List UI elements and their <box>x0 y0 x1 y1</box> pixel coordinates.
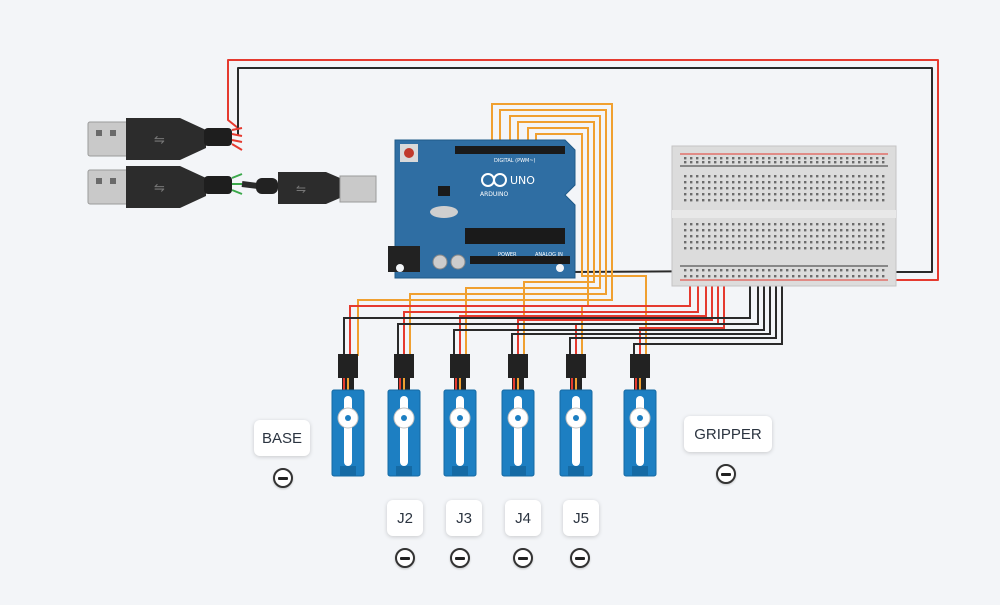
j4-decrease-button[interactable] <box>513 548 533 568</box>
j3-decrease-button[interactable] <box>450 548 470 568</box>
servo-motors <box>331 354 657 477</box>
digital-pins-label: DIGITAL (PWM~) <box>494 158 536 164</box>
breadboard-holes <box>684 157 885 278</box>
svg-text:⇋: ⇋ <box>154 181 165 196</box>
j4-control-label: J4 <box>505 500 541 536</box>
analog-pins-label: ANALOG IN <box>535 252 563 258</box>
servo-ground-wires <box>343 272 783 356</box>
power-pins-label: POWER <box>498 252 517 258</box>
breadboard[interactable] <box>671 145 897 287</box>
gripper-decrease-button[interactable] <box>716 464 736 484</box>
servo-gripper <box>623 354 657 477</box>
j2-control-label: J2 <box>387 500 423 536</box>
svg-text:⇋: ⇋ <box>154 133 165 148</box>
arduino-logo-icon <box>481 173 507 187</box>
base-decrease-button[interactable] <box>273 468 293 488</box>
j3-control-label: J3 <box>446 500 482 536</box>
j5-control-label: J5 <box>563 500 599 536</box>
usb-cable-1: ⇋ <box>87 118 243 160</box>
servo-j4 <box>501 354 535 477</box>
gripper-control-label: GRIPPER <box>684 416 772 452</box>
usb-cable-2: ⇋ ⇋ <box>87 166 377 208</box>
svg-text:⇋: ⇋ <box>296 182 306 196</box>
servo-j5 <box>559 354 593 477</box>
signal-wires <box>357 103 647 356</box>
j5-decrease-button[interactable] <box>570 548 590 568</box>
arduino-brand-label: ARDUINO <box>480 191 509 198</box>
arduino-uno-board[interactable]: ARDUINO UNO DIGITAL (PWM~) POWER ANALOG … <box>388 139 576 279</box>
servo-base <box>331 354 365 477</box>
servo-j3 <box>443 354 477 477</box>
arduino-model-label: UNO <box>510 174 535 187</box>
j2-decrease-button[interactable] <box>395 548 415 568</box>
base-control-label: BASE <box>254 420 310 456</box>
servo-j2 <box>387 354 421 477</box>
